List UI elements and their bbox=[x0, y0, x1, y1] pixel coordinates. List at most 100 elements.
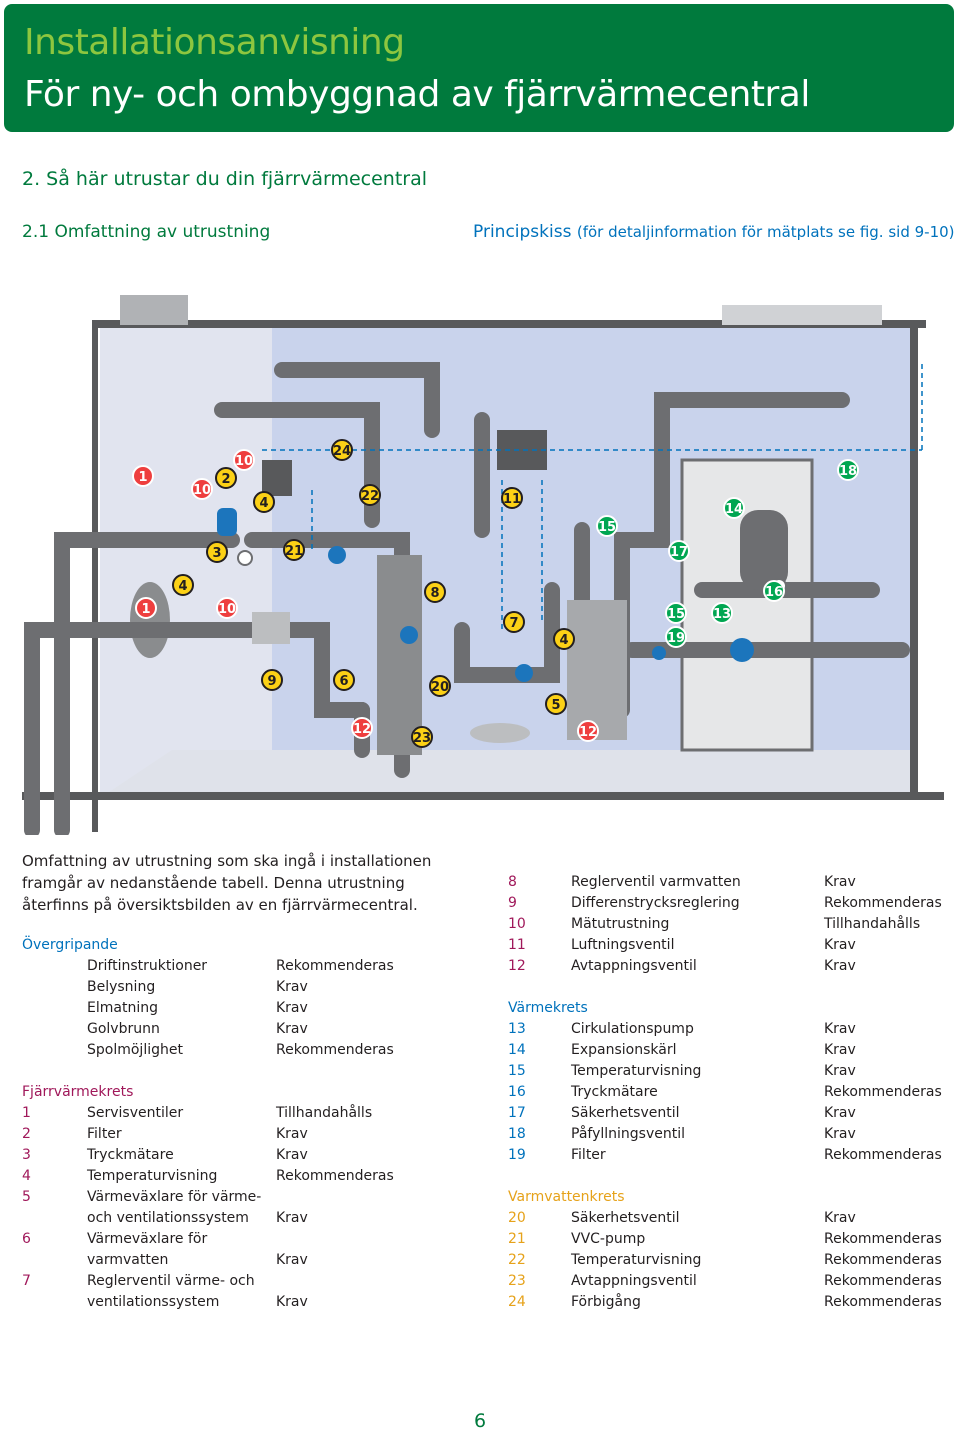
svg-text:23: 23 bbox=[413, 731, 431, 746]
svg-text:1: 1 bbox=[138, 470, 147, 485]
diagram-label: 5 bbox=[545, 693, 567, 715]
svg-text:13: 13 bbox=[713, 607, 731, 622]
subsection-heading: 2.1 Omfattning av utrustning bbox=[22, 222, 271, 242]
diagram-label: 22 bbox=[359, 484, 381, 506]
diagram-label: 23 bbox=[411, 726, 433, 748]
svg-text:22: 22 bbox=[361, 489, 379, 504]
diagram-label: 20 bbox=[429, 675, 451, 697]
diagram-label: 17 bbox=[668, 540, 690, 562]
svg-text:10: 10 bbox=[193, 483, 211, 498]
diagram-label: 15 bbox=[665, 602, 687, 624]
diagram-label: 15 bbox=[596, 515, 618, 537]
svg-text:16: 16 bbox=[765, 585, 783, 600]
svg-text:4: 4 bbox=[259, 496, 268, 511]
svg-text:8: 8 bbox=[430, 586, 439, 601]
diagram-label: 9 bbox=[261, 669, 283, 691]
section-fjarrvarmekrets: Fjärrvärmekrets bbox=[22, 1084, 134, 1100]
svg-text:15: 15 bbox=[667, 607, 685, 622]
svg-text:5: 5 bbox=[551, 698, 560, 713]
svg-text:3: 3 bbox=[212, 546, 221, 561]
diagram-label: 13 bbox=[711, 602, 733, 624]
diagram-label: 1 bbox=[135, 597, 157, 619]
svg-text:4: 4 bbox=[178, 579, 187, 594]
caption-main: Principskiss bbox=[473, 222, 572, 242]
svg-text:9: 9 bbox=[267, 674, 276, 689]
diagram-label: 19 bbox=[665, 626, 687, 648]
svg-text:20: 20 bbox=[431, 680, 449, 695]
diagram-label: 8 bbox=[424, 581, 446, 603]
svg-text:1: 1 bbox=[141, 602, 150, 617]
section-heading: 2. Så här utrustar du din fjärrvärmecent… bbox=[22, 168, 428, 190]
svg-text:11: 11 bbox=[503, 492, 521, 507]
svg-text:4: 4 bbox=[559, 633, 568, 648]
diagram-label: 4 bbox=[172, 574, 194, 596]
svg-text:19: 19 bbox=[667, 631, 685, 646]
svg-text:18: 18 bbox=[839, 464, 857, 479]
document-title: Installationsanvisning bbox=[24, 22, 405, 63]
diagram-label: 7 bbox=[503, 611, 525, 633]
svg-text:2: 2 bbox=[221, 472, 230, 487]
svg-text:17: 17 bbox=[670, 545, 688, 560]
intro-text: Omfattning av utrustning som ska ingå i … bbox=[22, 852, 432, 914]
svg-text:24: 24 bbox=[333, 444, 351, 459]
section-varmekrets: Värmekrets bbox=[508, 1000, 588, 1016]
svg-text:15: 15 bbox=[598, 520, 616, 535]
diagram-label: 24 bbox=[331, 439, 353, 461]
diagram-label: 10 bbox=[233, 449, 255, 471]
svg-text:10: 10 bbox=[235, 454, 253, 469]
page-header: Installationsanvisning För ny- och ombyg… bbox=[4, 4, 954, 132]
diagram-label: 11 bbox=[501, 487, 523, 509]
diagram-caption: Principskiss (för detaljinformation för … bbox=[473, 222, 955, 242]
page-number: 6 bbox=[473, 1410, 487, 1432]
diagram-label: 18 bbox=[837, 459, 859, 481]
svg-text:12: 12 bbox=[579, 725, 597, 740]
installation-diagram: 1 1 2 3 4 4 4 5 6 7 8 9 10 10 10 11 12 1… bbox=[22, 295, 944, 835]
diagram-label: 21 bbox=[283, 539, 305, 561]
diagram-label: 10 bbox=[216, 597, 238, 619]
diagram-label: 14 bbox=[723, 497, 745, 519]
diagram-label: 12 bbox=[351, 717, 373, 739]
svg-text:7: 7 bbox=[509, 616, 518, 631]
diagram-label: 1 bbox=[132, 465, 154, 487]
diagram-label: 6 bbox=[333, 669, 355, 691]
diagram-label: 4 bbox=[253, 491, 275, 513]
section-varmvattenkrets: Varmvattenkrets bbox=[508, 1189, 625, 1205]
diagram-label: 4 bbox=[553, 628, 575, 650]
svg-text:14: 14 bbox=[725, 502, 743, 517]
diagram-label: 2 bbox=[215, 467, 237, 489]
svg-text:6: 6 bbox=[339, 674, 348, 689]
svg-text:10: 10 bbox=[218, 602, 236, 617]
diagram-label: 12 bbox=[577, 720, 599, 742]
section-overgripande: Övergripande bbox=[22, 937, 118, 953]
